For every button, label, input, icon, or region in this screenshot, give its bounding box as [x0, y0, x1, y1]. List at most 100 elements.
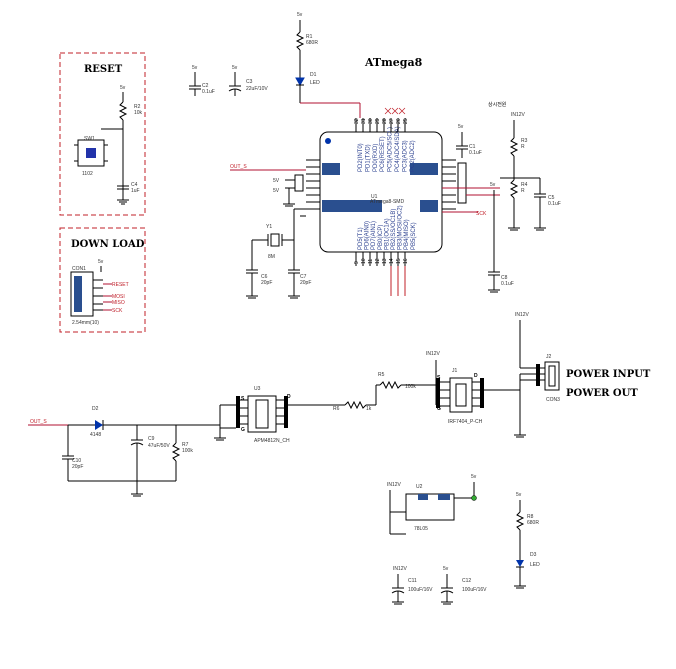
mcu-pin-label: PB1(OC1A)	[384, 218, 390, 250]
c11-value: 100uF/16V	[408, 587, 433, 593]
mcu-pin-number: 10	[361, 258, 367, 264]
mcu-pin-number: 29	[375, 118, 381, 124]
r5-value: 100k	[405, 384, 416, 390]
r4-name: R4	[521, 182, 528, 188]
mcu-pin-number: 25	[403, 118, 409, 124]
r5-name: R5	[378, 372, 385, 378]
d1-name: D1	[310, 72, 317, 78]
u3-name: U3	[254, 386, 261, 392]
mcu-pin-number: 31	[361, 118, 367, 124]
c9-value: 47uF/50V	[148, 443, 170, 449]
c2-supply-label: 5v	[192, 65, 198, 71]
d3-value: LED	[530, 562, 540, 568]
out-s-net-label-bottom: OUT_S	[30, 419, 47, 425]
j1-pin-d: D	[474, 373, 478, 379]
mcu-pin-label: PB4(MISO)	[404, 219, 410, 250]
sw1-value: 1102	[82, 171, 93, 177]
mcu-pin-number: 14	[389, 258, 395, 264]
r2-value: 10k	[134, 110, 143, 116]
r8-value: 680R	[527, 520, 539, 526]
download-section-box	[59, 227, 146, 333]
c8-supply-label: 5v	[490, 182, 496, 188]
out-s-net-label-top: OUT_S	[230, 164, 247, 170]
c9-name: C9	[148, 436, 155, 442]
con1-sck-net: SCK	[112, 308, 123, 314]
c5-name: C5	[548, 195, 555, 201]
j1-supply-label: IN12V	[426, 351, 441, 357]
d2-name: D2	[92, 406, 99, 412]
j1-value: IRF7404_P-CH	[448, 419, 483, 425]
c3-value: 22uF/10V	[246, 86, 268, 92]
c6-name: C6	[261, 274, 268, 280]
reset-title: RESET	[84, 64, 123, 75]
mcu-pin-number: 9	[354, 261, 360, 264]
c12-capacitor: 5v C12 100uF/16V	[440, 566, 487, 605]
u1-right-passives: 5v C1 0.1uF IN12V R3 R R4 R C5 0.1uF 5v	[456, 112, 561, 293]
mcu-pin-label: PC2(ADC2)	[410, 140, 416, 172]
c2-name: C2	[202, 83, 209, 89]
j1-pin-s: S	[437, 375, 441, 381]
mcu-pin-label: PB0(ICP)	[378, 225, 384, 250]
c1-supply-label: 5v	[458, 124, 464, 130]
power-input-label: POWER INPUT	[566, 369, 651, 380]
output-switch-circuit: OUT_S D2 4148 C10 20pF C9 47uF/50V R7 10…	[28, 351, 521, 497]
mcu-pin-label: PD5(T1)	[358, 227, 364, 250]
j1-name: J1	[452, 368, 458, 374]
c5-value: 0.1uF	[548, 201, 561, 207]
con1-miso-net: MISO	[112, 300, 125, 306]
con1-name: CON1	[72, 266, 86, 272]
mcu-pin-number: 26	[396, 118, 402, 124]
mcu-pin-number: 30	[368, 118, 374, 124]
c7-name: C7	[300, 274, 307, 280]
mcu-pin-number: 13	[382, 258, 388, 264]
mcu-pin-number: 12	[375, 258, 381, 264]
mcu-pin-label: PB2(SS/OC1B)	[391, 209, 397, 250]
j2-value: CON3	[546, 397, 560, 403]
c8-value: 0.1uF	[501, 281, 514, 287]
download-title: DOWN LOAD	[71, 239, 145, 250]
mcu-pin-label: PD0(RXD)	[373, 144, 379, 172]
c3-supply-label: 5v	[232, 65, 238, 71]
mcu-pin-label: PD2(INT0)	[358, 143, 364, 172]
r8-name: R8	[527, 514, 534, 520]
con1-mosi-net: MOSI	[112, 294, 125, 300]
j2-name: J2	[546, 354, 552, 360]
atmega-title: ATmega8	[364, 56, 423, 69]
r8-supply-label: 5v	[516, 492, 522, 498]
c4-value: 1uF	[131, 188, 140, 194]
c7-value: 20pF	[300, 280, 311, 286]
c8-name: C8	[501, 275, 508, 281]
u2-name: U2	[416, 484, 423, 490]
r7-name: R7	[182, 442, 189, 448]
y1-value: 8M	[268, 254, 275, 260]
u1-sck-net: SCK	[476, 211, 487, 217]
d3-name: D3	[530, 552, 537, 558]
u3-value: APM4812N_CH	[254, 438, 290, 444]
sw1-button	[86, 148, 96, 158]
c12-supply-label: 5v	[443, 566, 449, 572]
c11-supply-label: IN12V	[393, 566, 408, 572]
c2-capacitor: 5v C2 0.1uF	[189, 65, 215, 96]
c1-value: 0.1uF	[469, 150, 482, 156]
c3-capacitor: 5v C3 22uF/10V	[228, 65, 268, 96]
u2-supply-label: IN12V	[387, 482, 402, 488]
r4-value: R	[521, 188, 525, 194]
r3-value: R	[521, 144, 525, 150]
c2-value: 0.1uF	[202, 89, 215, 95]
u1-value: ATmega8-SMD	[370, 199, 404, 205]
r3-supply-label: IN12V	[511, 112, 526, 118]
r8-led-branch: 5v R8 680R D3 LED	[514, 492, 540, 589]
r1-led-branch: 5v R1 680R D1 LED	[295, 12, 361, 118]
mcu-pin-label: PD1(TXD)	[365, 144, 371, 172]
mcu-pin-label: PC3(ADC3)	[402, 140, 408, 172]
c3-name: C3	[246, 79, 253, 85]
mcu-pin-number: 11	[368, 259, 374, 264]
u1-body	[319, 131, 443, 253]
mcu-pin-label: PB5(SCK)	[411, 222, 417, 250]
y1-name: Y1	[266, 224, 272, 230]
r1-value: 680R	[306, 40, 318, 46]
reset-circuit: 5v R2 10k SW1 1102 C4 1uF	[74, 85, 143, 205]
reset-section-box	[59, 52, 146, 216]
c12-value: 100uF/16V	[462, 587, 487, 593]
